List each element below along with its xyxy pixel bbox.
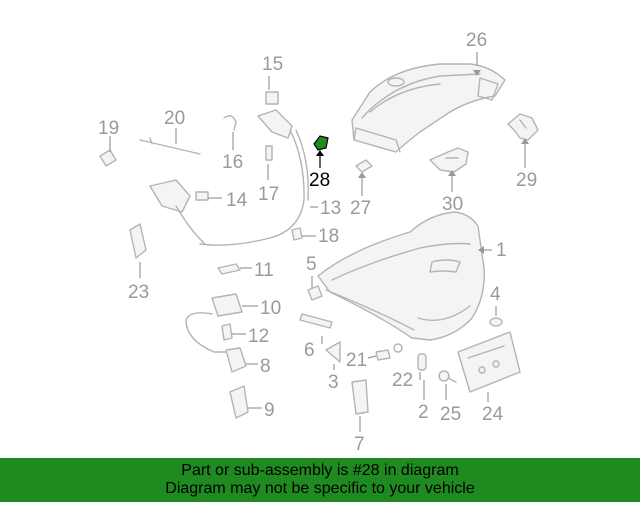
callout-13: 13 xyxy=(320,198,341,219)
banner-line-2: Diagram may not be specific to your vehi… xyxy=(165,480,475,497)
part-7-block xyxy=(351,379,369,415)
part-18-clip xyxy=(291,227,303,241)
callout-22: 22 xyxy=(392,370,413,391)
callout-12: 12 xyxy=(248,326,269,347)
callout-21: 21 xyxy=(346,350,367,371)
callout-3: 3 xyxy=(328,372,339,393)
part-23-bracket xyxy=(129,223,147,259)
callout-4: 4 xyxy=(490,284,501,305)
part-10-latch xyxy=(185,293,243,353)
part-21-bolt xyxy=(375,343,403,361)
part-30-hinge xyxy=(429,147,469,173)
callout-7: 7 xyxy=(354,434,365,455)
part-11-pad xyxy=(217,263,241,275)
part-15-clip xyxy=(265,91,279,105)
callout-30: 30 xyxy=(442,194,463,215)
callout-29: 29 xyxy=(516,170,537,191)
part-4-plug xyxy=(489,317,503,327)
callout-17: 17 xyxy=(258,184,279,205)
part-13-17-hinge-cable xyxy=(199,109,309,246)
leader-lines xyxy=(109,52,526,432)
callout-23: 23 xyxy=(128,282,149,303)
callout-26: 26 xyxy=(466,30,487,51)
banner-line-1: Part or sub-assembly is #28 in diagram xyxy=(181,462,459,479)
part-19-clip xyxy=(99,149,117,167)
callout-10: 10 xyxy=(260,298,281,319)
callout-25: 25 xyxy=(440,404,461,425)
callout-9: 9 xyxy=(264,400,275,421)
callout-28: 28 xyxy=(309,170,330,191)
callout-1: 1 xyxy=(496,240,507,261)
callout-11: 11 xyxy=(254,260,274,281)
part-24-panel xyxy=(457,331,521,393)
callout-2: 2 xyxy=(418,402,429,423)
part-6-strip xyxy=(299,313,333,329)
part-25-clip xyxy=(438,370,457,383)
part-12-clip xyxy=(221,323,233,341)
part-9-handle xyxy=(229,385,249,419)
callout-6: 6 xyxy=(304,340,315,361)
part-8-lock xyxy=(225,347,247,373)
callout-18: 18 xyxy=(318,226,339,247)
callout-8: 8 xyxy=(260,356,271,377)
callout-27: 27 xyxy=(350,198,371,219)
part-20-strut xyxy=(139,137,201,155)
callout-14: 14 xyxy=(226,190,248,211)
callout-5: 5 xyxy=(306,254,317,275)
part-28-highlighted xyxy=(313,135,329,151)
part-1-trunk-lid xyxy=(317,211,485,341)
part-14-actuator xyxy=(149,179,209,245)
part-27-clip xyxy=(355,159,373,173)
callout-24: 24 xyxy=(482,404,504,425)
callout-15: 15 xyxy=(262,54,283,75)
callout-20: 20 xyxy=(164,108,185,129)
part-29-bracket xyxy=(507,113,539,141)
part-16-hook xyxy=(223,115,237,131)
part-26-spoiler xyxy=(351,63,506,153)
callout-19: 19 xyxy=(98,118,119,139)
part-3-wedge xyxy=(325,341,341,363)
leader-arrowheads xyxy=(316,70,529,254)
part-22-bumper xyxy=(417,353,427,371)
callout-16: 16 xyxy=(222,152,243,173)
info-banner: Part or sub-assembly is #28 in diagram D… xyxy=(0,458,640,502)
callout-numbers: 26 29 30 27 28 1 4 5 6 3 21 22 7 2 25 24… xyxy=(98,30,537,455)
part-5-bracket xyxy=(307,285,323,301)
